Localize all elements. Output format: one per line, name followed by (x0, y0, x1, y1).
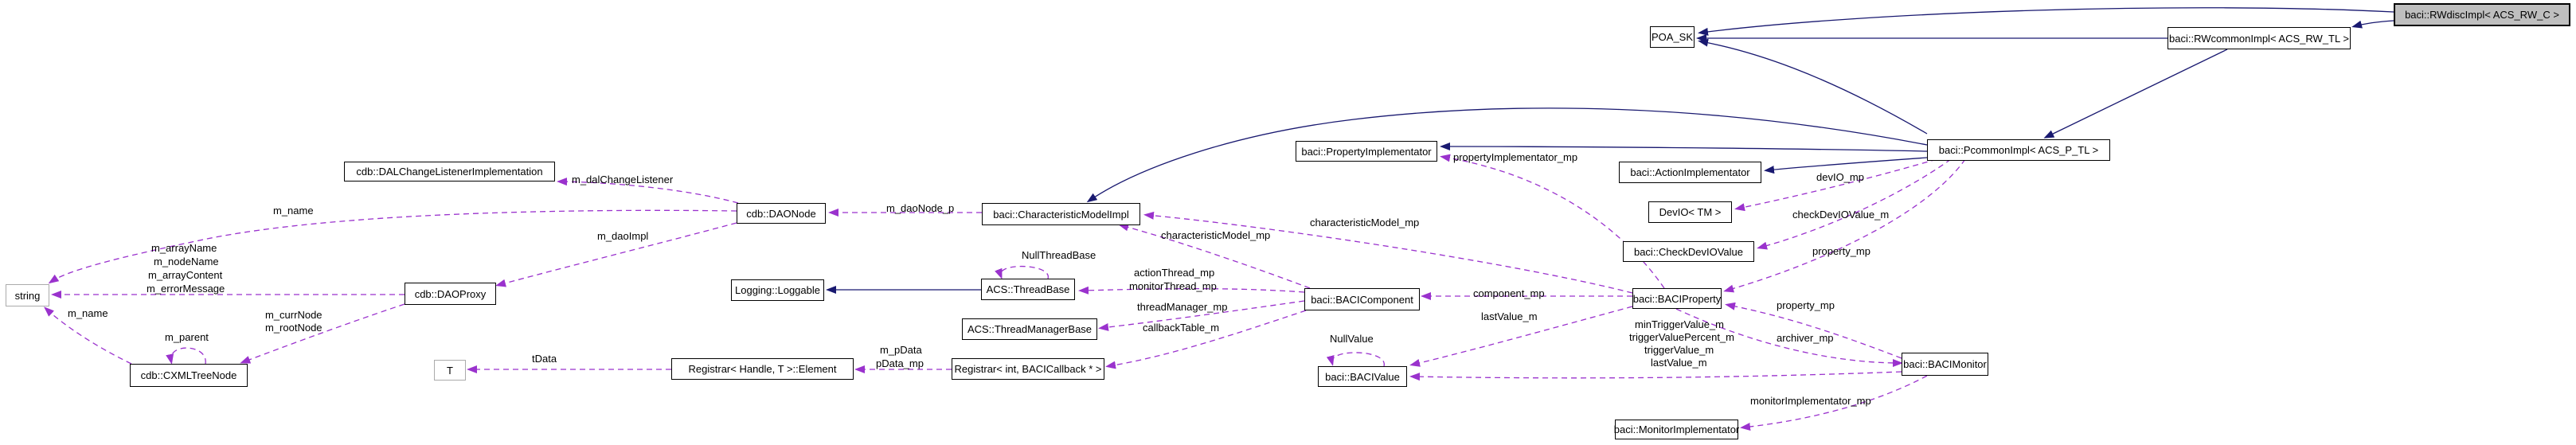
edge-rwcommon-to-pcommon (2043, 49, 2228, 139)
edge-baciproperty-to-property-implementator (1440, 154, 1665, 289)
class-node-rwdisc[interactable]: baci::RWdiscImpl< ACS_RW_C > (2394, 3, 2570, 26)
edge-threadbase-to-threadbase (995, 265, 1049, 279)
class-node-string[interactable]: string (6, 284, 49, 306)
class-node-poa-sk[interactable]: POA_SK (1650, 26, 1695, 48)
class-node-rwcommon[interactable]: baci::RWcommonImpl< ACS_RW_TL > (2168, 27, 2351, 49)
edge-bacicomponent-to-threadbase (1078, 286, 1305, 295)
edge-label: property_mp (1812, 245, 1870, 257)
class-node-registrar-int[interactable]: Registrar< int, BACICallback * > (952, 358, 1104, 380)
edge-label: minTriggerValue_m (1635, 318, 1724, 330)
class-node-t[interactable]: T (434, 360, 466, 381)
edge-label: m_name (68, 307, 108, 319)
class-node-action-implementator[interactable]: baci::ActionImplementator (1619, 162, 1761, 183)
edge-label: m_parent (165, 331, 209, 343)
class-node-daoproxy[interactable]: cdb::DAOProxy (405, 283, 496, 305)
edge-label: m_name (273, 205, 314, 217)
class-node-property-implementator[interactable]: baci::PropertyImplementator (1296, 141, 1437, 162)
edge-bacicomponent-to-registrar-int (1105, 310, 1307, 369)
edge-label: callbackTable_m (1143, 322, 1220, 334)
edge-pcommon-to-characteristic-model-impl (1086, 107, 1928, 203)
edge-bacimonitor-to-bacivalue (1409, 371, 1902, 381)
edge-label: characteristicModel_mp (1161, 229, 1271, 241)
edge-label: NullValue (1330, 333, 1374, 345)
edge-baciproperty-to-bacimonitor (1675, 308, 1903, 367)
edge-label: devIO_mp (1816, 171, 1864, 183)
edge-label: m_errorMessage (147, 283, 225, 295)
class-node-monitor-implementator[interactable]: baci::MonitorImplementator (1614, 420, 1739, 439)
edge-cxml-tree-node-to-cxml-tree-node (166, 347, 206, 365)
edge-label: m_daoImpl (597, 230, 649, 242)
edge-daonode-to-dal-change-listener (557, 178, 739, 204)
class-node-threadbase[interactable]: ACS::ThreadBase (981, 279, 1075, 300)
edge-label: monitorThread_mp (1129, 280, 1217, 292)
edge-label: m_daoNode_p (886, 202, 955, 214)
edge-pcommon-to-baciproperty (1723, 158, 1966, 293)
class-node-bacivalue[interactable]: baci::BACIValue (1318, 366, 1407, 387)
edge-label: pData_mp (876, 357, 924, 369)
edge-label: characteristicModel_mp (1310, 217, 1420, 228)
edge-bacimonitor-to-baciproperty (1725, 302, 1902, 359)
edge-label: actionThread_mp (1134, 267, 1215, 279)
class-node-characteristic-model-impl[interactable]: baci::CharacteristicModelImpl (982, 203, 1140, 225)
edge-label: tData (532, 353, 557, 365)
edge-bacivalue-to-bacivalue (1326, 352, 1385, 367)
class-node-registrar-element[interactable]: Registrar< Handle, T >::Element (671, 358, 854, 380)
edge-bacicomponent-to-thread-manager-base (1098, 300, 1305, 331)
class-node-pcommon[interactable]: baci::PcommonImpl< ACS_P_TL > (1927, 139, 2110, 161)
edge-daoproxy-to-cxml-tree-node (240, 303, 405, 364)
edge-pcommon-to-property-implementator (1440, 142, 1928, 152)
class-node-loggable[interactable]: Logging::Loggable (731, 279, 824, 301)
edge-label: triggerValue_m (1644, 344, 1714, 356)
edge-baciproperty-to-characteristic-model-impl (1143, 211, 1633, 294)
class-node-cxml-tree-node[interactable]: cdb::CXMLTreeNode (130, 364, 248, 387)
edge-pcommon-to-devio (1734, 158, 1937, 212)
edge-pcommon-to-action-implementator (1764, 157, 1928, 174)
class-node-thread-manager-base[interactable]: ACS::ThreadManagerBase (962, 318, 1097, 340)
class-node-check-devio-value[interactable]: baci::CheckDevIOValue (1623, 241, 1754, 262)
class-node-daonode[interactable]: cdb::DAONode (737, 203, 826, 224)
edge-label: m_pData (880, 344, 922, 356)
edge-pcommon-to-poa-sk (1698, 38, 1928, 135)
edge-daonode-to-daoproxy (495, 222, 737, 287)
class-node-bacicomponent[interactable]: baci::BACIComponent (1304, 288, 1420, 310)
edge-label: archiver_mp (1777, 332, 1834, 344)
edge-label: m_dalChangeListener (572, 174, 674, 185)
class-node-bacimonitor[interactable]: baci::BACIMonitor (1902, 353, 1988, 376)
edge-bacimonitor-to-monitor-implementator (1740, 375, 1928, 431)
class-node-dal-change-listener[interactable]: cdb::DALChangeListenerImplementation (344, 162, 555, 182)
edge-label: NullThreadBase (1022, 249, 1096, 261)
edge-label: m_arrayContent (148, 269, 223, 281)
edge-label: m_currNode (265, 309, 322, 321)
edge-label: lastValue_m (1481, 310, 1538, 322)
edge-rwdisc-to-rwcommon (2351, 20, 2394, 29)
edge-pcommon-to-check-devio-value (1757, 158, 1952, 250)
edge-label: monitorImplementator_mp (1750, 395, 1871, 407)
edge-label: lastValue_m (1651, 357, 1707, 369)
edge-rwdisc-to-poa-sk (1698, 7, 2394, 36)
edge-label: propertyImplementator_mp (1453, 151, 1578, 163)
edge-label: component_mp (1473, 287, 1545, 299)
edge-label: m_arrayName (151, 242, 217, 254)
class-node-devio[interactable]: DevIO< TM > (1648, 201, 1732, 223)
edge-baciproperty-to-bacivalue (1409, 306, 1633, 367)
edge-daonode-to-string (48, 209, 737, 284)
edge-cxml-tree-node-to-string (44, 306, 132, 365)
edge-label: property_mp (1777, 299, 1835, 311)
edge-bacicomponent-to-characteristic-model-impl (1118, 223, 1311, 289)
class-node-baciproperty[interactable]: baci::BACIProperty (1632, 288, 1722, 309)
edge-label: m_rootNode (265, 322, 322, 334)
edge-label: triggerValuePercent_m (1629, 331, 1734, 343)
edge-label: threadManager_mp (1137, 301, 1228, 313)
edge-label: checkDevIOValue_m (1792, 209, 1890, 221)
edge-label: m_nodeName (154, 256, 219, 267)
